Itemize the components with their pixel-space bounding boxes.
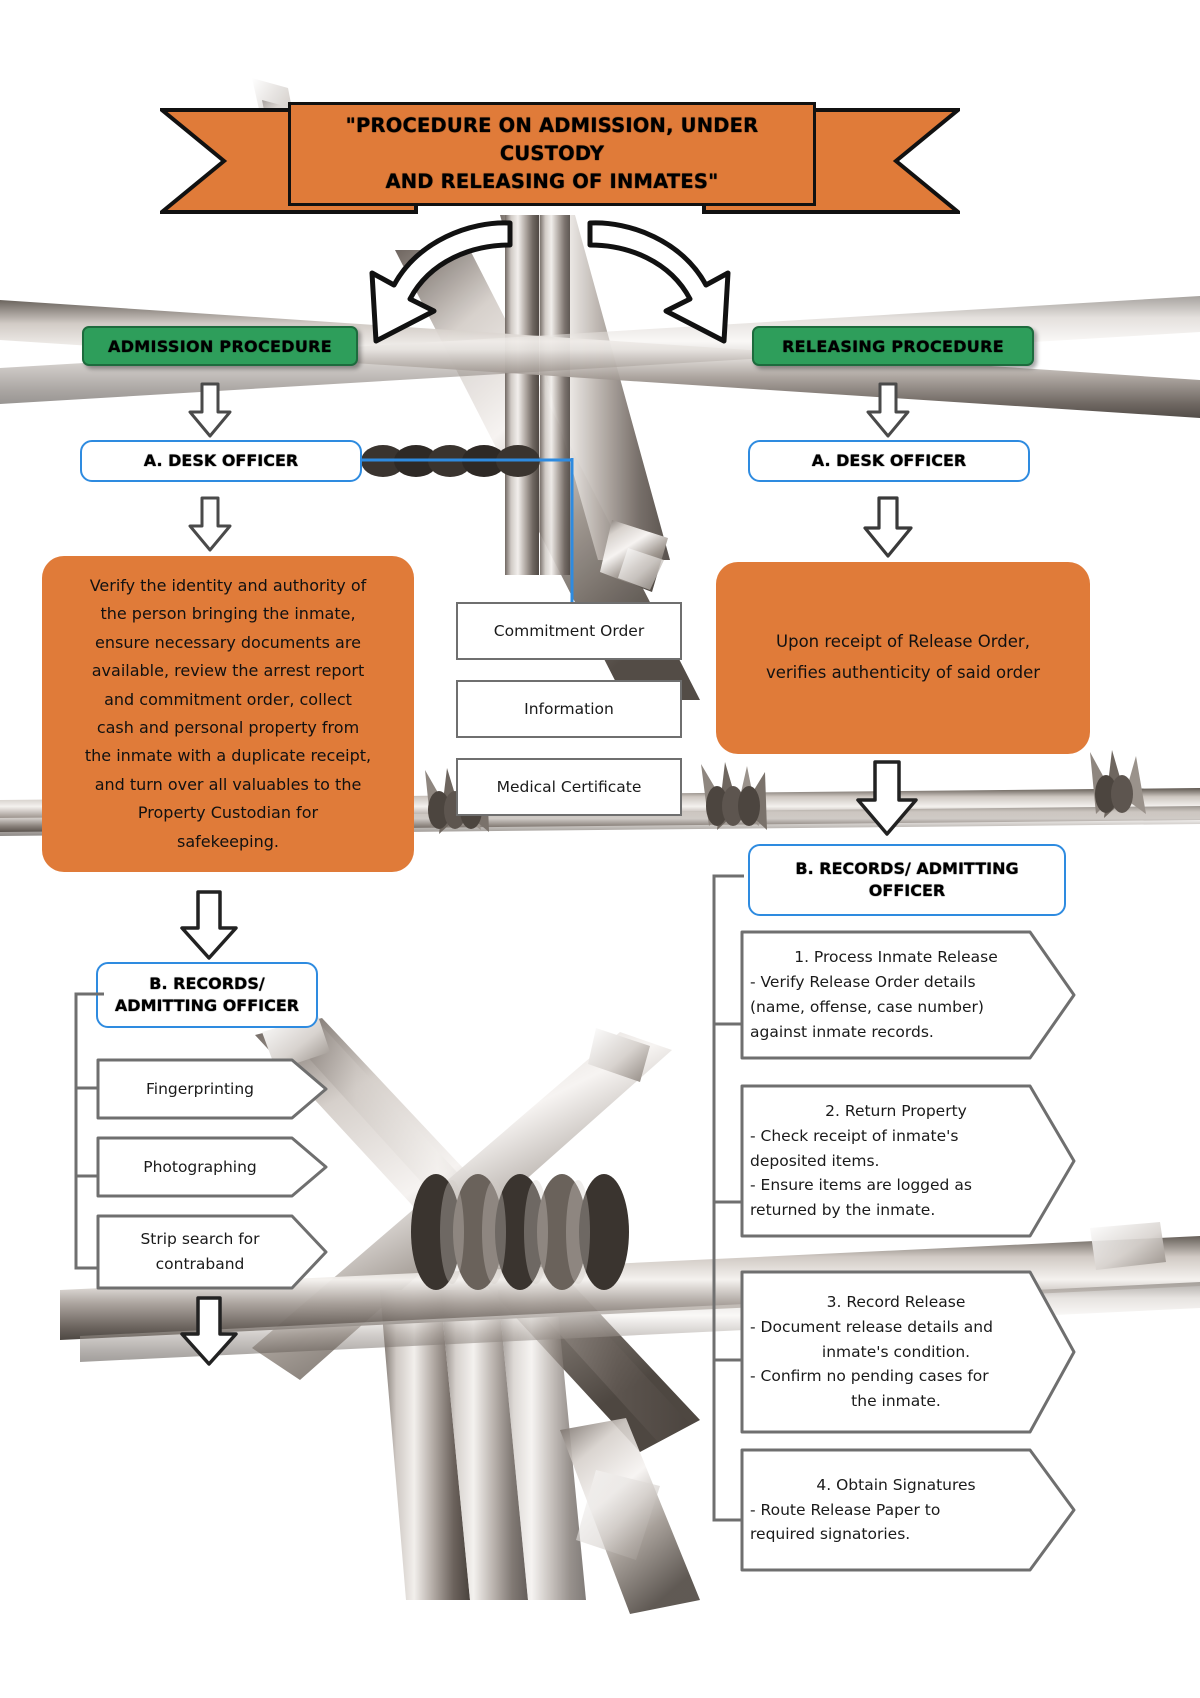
records-officer-line2: ADMITTING OFFICER <box>114 996 300 1015</box>
document-label: Commitment Order <box>493 622 645 640</box>
arrow-down-icon <box>856 760 918 836</box>
document-information[interactable]: Information <box>456 680 682 738</box>
detail-line: verifies authenticity of said order <box>765 663 1041 682</box>
step-line: deposited items. <box>750 1151 880 1170</box>
chevron-right-icon <box>740 930 1076 1060</box>
releasing-records-officer-box[interactable]: B. RECORDS/ ADMITTING OFFICER <box>748 844 1066 916</box>
detail-line: Verify the identity and authority of <box>89 575 367 595</box>
detail-line: safekeeping. <box>177 831 279 851</box>
admission-desk-officer-detail: Verify the identity and authority of the… <box>42 556 414 872</box>
step-line: - Ensure items are logged as <box>750 1176 972 1195</box>
arrow-down-icon <box>188 496 232 552</box>
releasing-step-3[interactable]: 3. Record Release - Document release det… <box>740 1270 1076 1434</box>
releasing-procedure-header[interactable]: RELEASING PROCEDURE <box>752 326 1034 366</box>
chevron-right-icon <box>740 1084 1076 1238</box>
documents-connector <box>570 458 574 606</box>
arrow-down-icon <box>863 496 913 558</box>
task-label: Photographing <box>143 1157 257 1176</box>
detail-line: available, review the arrest report <box>91 661 365 681</box>
detail-line: the person bringing the inmate, <box>100 604 356 624</box>
document-commitment-order[interactable]: Commitment Order <box>456 602 682 660</box>
releasing-step-4[interactable]: 4. Obtain Signatures - Route Release Pap… <box>740 1448 1076 1572</box>
admission-task-photographing[interactable]: Photographing <box>96 1136 328 1198</box>
chevron-right-icon <box>740 1448 1076 1572</box>
records-officer-line2: OFFICER <box>868 881 946 900</box>
arrow-down-icon <box>866 382 910 438</box>
admission-desk-officer-box[interactable]: A. DESK OFFICER <box>80 440 362 482</box>
document-label: Information <box>524 700 614 718</box>
detail-line: cash and personal property from <box>96 718 360 737</box>
step-line: required signatories. <box>750 1525 911 1544</box>
title-plate: "PROCEDURE ON ADMISSION, UNDER CUSTODY A… <box>288 102 816 206</box>
banner-title-line2: AND RELEASING OF INMATES" <box>385 170 719 194</box>
step-line: inmate's condition. <box>821 1342 971 1361</box>
arrow-down-icon <box>180 1296 238 1366</box>
step-title: 4. Obtain Signatures <box>816 1475 976 1494</box>
document-label: Medical Certificate <box>496 778 642 796</box>
step-line: returned by the inmate. <box>750 1201 936 1220</box>
step-line: the inmate. <box>851 1392 941 1411</box>
detail-line: and commitment order, collect <box>104 689 352 709</box>
banner-title-line1: "PROCEDURE ON ADMISSION, UNDER CUSTODY <box>345 113 759 165</box>
documents-connector-horizontal <box>360 458 572 462</box>
step-line: against inmate records. <box>750 1022 934 1041</box>
records-officer-line1: B. RECORDS/ ADMITTING <box>795 859 1019 879</box>
admission-procedure-label: ADMISSION PROCEDURE <box>108 336 332 356</box>
records-officer-line1: B. RECORDS/ <box>149 974 265 994</box>
task-label: Fingerprinting <box>145 1079 255 1098</box>
admission-procedure-header[interactable]: ADMISSION PROCEDURE <box>82 326 358 366</box>
step-line: - Check receipt of inmate's <box>750 1126 959 1145</box>
releasing-desk-officer-box[interactable]: A. DESK OFFICER <box>748 440 1030 482</box>
step-title: 2. Return Property <box>825 1102 967 1120</box>
detail-line: the inmate with a duplicate receipt, <box>84 746 372 766</box>
arrow-down-icon <box>188 382 232 438</box>
arrow-down-icon <box>180 890 238 960</box>
detail-line: ensure necessary documents are <box>95 632 361 652</box>
step-title: 3. Record Release <box>826 1293 966 1311</box>
task-label-line1: Strip search for <box>140 1230 260 1249</box>
curved-arrow-left-icon <box>369 220 513 344</box>
step-line: - Verify Release Order details <box>750 973 976 992</box>
detail-line: Upon receipt of Release Order, <box>776 632 1030 652</box>
admission-records-officer-box[interactable]: B. RECORDS/ ADMITTING OFFICER <box>96 962 318 1028</box>
step-title: 1. Process Inmate Release <box>794 948 998 967</box>
step-line: - Document release details and <box>750 1317 993 1336</box>
releasing-procedure-label: RELEASING PROCEDURE <box>782 336 1004 356</box>
admission-task-fingerprinting[interactable]: Fingerprinting <box>96 1058 328 1120</box>
curved-arrow-right-icon <box>587 220 731 344</box>
detail-line: Property Custodian for <box>137 803 319 823</box>
step-line: - Route Release Paper to <box>750 1500 941 1519</box>
releasing-desk-officer-detail: Upon receipt of Release Order, verifies … <box>716 562 1090 754</box>
step-line: - Confirm no pending cases for <box>750 1367 989 1386</box>
admission-task-strip-search[interactable]: Strip search for contraband <box>96 1214 328 1290</box>
step-line: (name, offense, case number) <box>750 998 984 1016</box>
releasing-step-2[interactable]: 2. Return Property - Check receipt of in… <box>740 1084 1076 1238</box>
detail-line: and turn over all valuables to the <box>94 774 362 794</box>
releasing-desk-officer-label: A. DESK OFFICER <box>811 451 967 471</box>
releasing-step-1[interactable]: 1. Process Inmate Release - Verify Relea… <box>740 930 1076 1060</box>
task-label-line2: contraband <box>155 1255 245 1273</box>
admission-desk-officer-label: A. DESK OFFICER <box>143 451 299 471</box>
title-banner: "PROCEDURE ON ADMISSION, UNDER CUSTODY A… <box>160 96 960 226</box>
document-medical-certificate[interactable]: Medical Certificate <box>456 758 682 816</box>
